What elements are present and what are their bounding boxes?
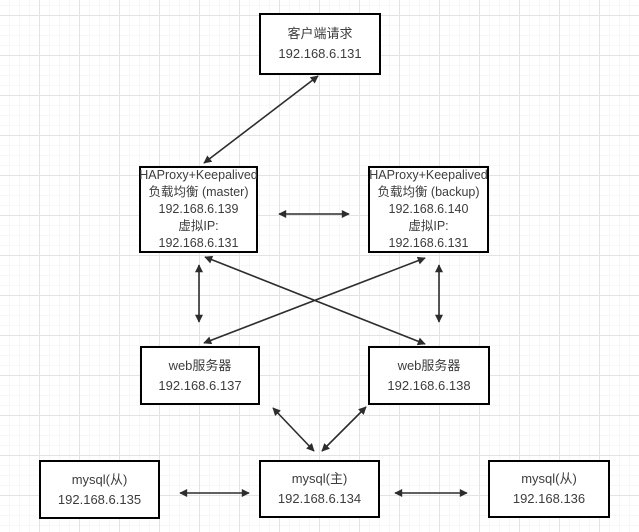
node-vip-label: 虚拟IP: xyxy=(178,219,219,233)
node-ip: 192.168.136 xyxy=(512,491,586,506)
node-ip: 192.168.6.135 xyxy=(57,491,142,507)
edge-web_server_2-to-mysql_master xyxy=(321,406,367,452)
node-vip-label: 虚拟IP: xyxy=(408,219,449,233)
node-ip: 192.168.6.134 xyxy=(277,491,362,506)
node-haproxy-backup: HAProxy+Keepalived 负载均衡 (backup) 192.168… xyxy=(368,166,489,253)
node-ip: 192.168.6.137 xyxy=(158,377,242,393)
node-web-server-1: web服务器 192.168.6.137 xyxy=(140,346,260,405)
node-ip: 192.168.6.138 xyxy=(387,377,471,393)
edge-client-to-haproxy_master xyxy=(203,75,319,164)
node-ip: 192.168.6.140 xyxy=(388,202,469,216)
node-title: web服务器 xyxy=(397,357,461,373)
node-mysql-slave-left: mysql(从) 192.168.6.135 xyxy=(39,460,160,519)
node-subtitle: 负载均衡 (master) xyxy=(148,185,249,199)
node-mysql-slave-right: mysql(从) 192.168.136 xyxy=(488,460,610,518)
node-mysql-master: mysql(主) 192.168.6.134 xyxy=(259,460,380,518)
node-title: HAProxy+Keepalived xyxy=(139,168,258,182)
node-title: mysql(从) xyxy=(71,471,128,487)
node-web-server-2: web服务器 192.168.6.138 xyxy=(368,346,490,405)
node-subtitle: 负载均衡 (backup) xyxy=(377,185,480,199)
node-haproxy-master: HAProxy+Keepalived 负载均衡 (master) 192.168… xyxy=(139,166,258,253)
node-title: 客户端请求 xyxy=(287,26,353,41)
node-ip: 192.168.6.139 xyxy=(158,202,239,216)
node-title: web服务器 xyxy=(168,357,232,373)
node-vip: 192.168.6.131 xyxy=(388,236,469,250)
node-title: mysql(主) xyxy=(291,471,348,486)
edge-haproxy_backup-to-web_server_1 xyxy=(203,256,426,345)
node-title: HAProxy+Keepalived xyxy=(369,168,488,182)
edge-web_server_1-to-mysql_master xyxy=(272,407,315,452)
node-ip: 192.168.6.131 xyxy=(278,46,362,61)
node-title: mysql(从) xyxy=(521,471,577,486)
node-client-request: 客户端请求 192.168.6.131 xyxy=(259,13,381,75)
node-vip: 192.168.6.131 xyxy=(158,236,239,250)
